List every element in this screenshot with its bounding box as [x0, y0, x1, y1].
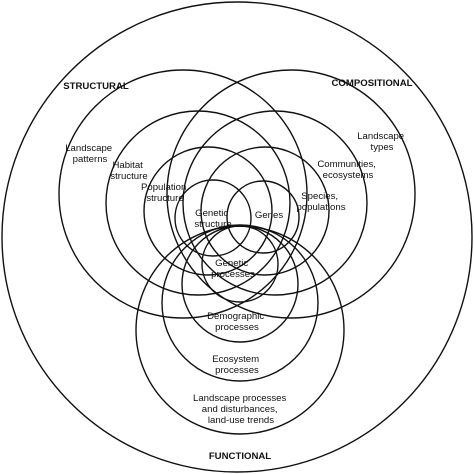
functional-circle-ecosystem [161, 224, 319, 382]
genetic-structure-label: Genetic structure [194, 208, 231, 230]
compositional-header: COMPOSITIONAL [331, 78, 412, 89]
compositional-circle-species [200, 146, 330, 276]
functional-circle-genetic [201, 225, 279, 303]
landscape-types-label: Landscape types [357, 131, 407, 153]
species-populations-label: Species, populations [296, 191, 345, 213]
genetic-processes-label: Genetic processes [211, 258, 255, 280]
communities-ecosystems-label: Communities, ecosystems [317, 159, 378, 181]
demographic-processes-label: Demographic processes [207, 311, 267, 333]
structural-circle-landscape [58, 69, 308, 319]
compositional-circle-communities [182, 110, 368, 296]
compositional-circle-landscape [166, 69, 416, 319]
habitat-structure-label: Habitat structure [110, 160, 147, 182]
structural-circle-population [143, 146, 273, 276]
compositional-circle-genes [226, 180, 300, 254]
functional-header: FUNCTIONAL [209, 451, 271, 462]
population-structure-label: Population structure [141, 182, 189, 204]
landscape-processes-label: Landscape processes and disturbances, la… [193, 393, 289, 426]
structural-circle-genetic [174, 179, 252, 257]
structural-header: STRUCTURAL [63, 81, 129, 92]
structural-circle-habitat [105, 110, 291, 296]
landscape-patterns-label: Landscape patterns [65, 143, 115, 165]
genes-label: Genes [255, 210, 283, 221]
ecosystem-processes-label: Ecosystem processes [212, 354, 262, 376]
